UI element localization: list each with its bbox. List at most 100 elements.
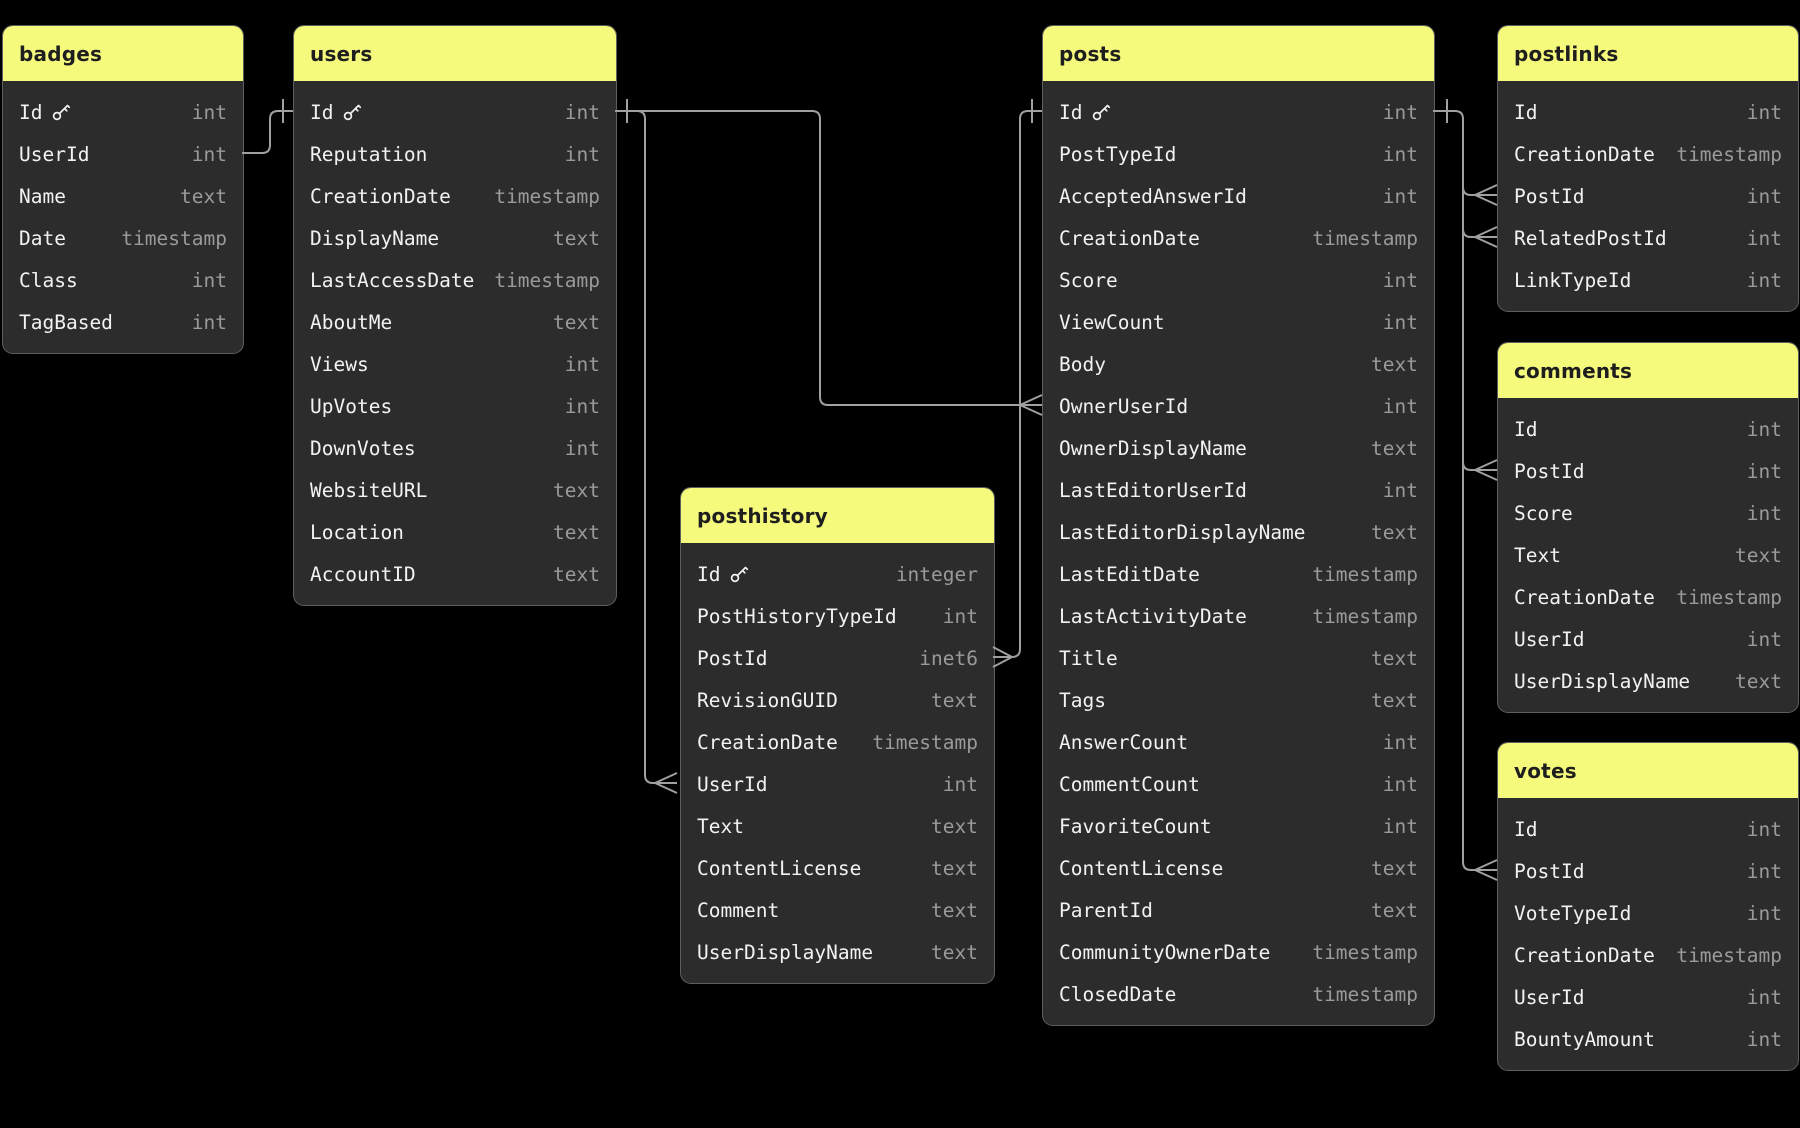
field-type: text (1371, 856, 1418, 880)
primary-key-icon (1093, 104, 1111, 121)
field-type: text (1371, 520, 1418, 544)
table-header[interactable]: comments (1498, 343, 1798, 398)
field-name: FavoriteCount (1059, 814, 1212, 838)
field-name: OwnerUserId (1059, 394, 1189, 418)
field-name: Id (1514, 100, 1538, 124)
field-name: AboutMe (310, 310, 393, 334)
field-type: int (1746, 627, 1782, 651)
field-type: text (1735, 543, 1782, 567)
field-name: CreationDate (1514, 585, 1655, 609)
field-name: PostId (697, 646, 768, 670)
field-name: Name (19, 184, 66, 208)
table-title: badges (19, 41, 103, 66)
field-type: int (1746, 501, 1782, 525)
field-name: LastEditDate (1059, 562, 1200, 586)
field-name: Id (310, 100, 334, 124)
field-name: Location (310, 520, 404, 544)
table-posthistory[interactable]: posthistory Id integer PostHistoryTypeId… (680, 487, 995, 984)
field-name: CommunityOwnerDate (1059, 940, 1271, 964)
table-header[interactable]: badges (3, 26, 243, 81)
field-name: LastActivityDate (1059, 604, 1247, 628)
primary-key-icon (53, 104, 71, 121)
field-name: ContentLicense (697, 856, 862, 880)
field-type: inet6 (919, 646, 978, 670)
field-type: int (1746, 226, 1782, 250)
field-row: OwnerDisplayName text (1043, 427, 1434, 469)
table-header[interactable]: postlinks (1498, 26, 1798, 81)
field-name: PostHistoryTypeId (697, 604, 897, 628)
field-name: Title (1059, 646, 1118, 670)
field-type: text (931, 688, 978, 712)
field-type: text (931, 898, 978, 922)
primary-key-icon (731, 566, 749, 583)
table-header[interactable]: posts (1043, 26, 1434, 81)
field-type: int (1746, 859, 1782, 883)
field-name: DownVotes (310, 436, 416, 460)
field-type: text (1371, 436, 1418, 460)
field-name: PostTypeId (1059, 142, 1177, 166)
field-type: int (564, 436, 600, 460)
field-type: int (1746, 817, 1782, 841)
field-type: int (942, 772, 978, 796)
field-row: Id int (294, 91, 616, 133)
field-name: RevisionGUID (697, 688, 838, 712)
table-header[interactable]: posthistory (681, 488, 994, 543)
field-name: ContentLicense (1059, 856, 1224, 880)
field-name: OwnerDisplayName (1059, 436, 1247, 460)
crow-foot-posts-owneruserid (1019, 394, 1043, 416)
crow-foot-comments-postid (1474, 459, 1498, 481)
field-type: int (191, 268, 227, 292)
field-type: timestamp (1676, 142, 1782, 166)
field-name: DisplayName (310, 226, 440, 250)
field-row: CreationDate timestamp (1498, 133, 1798, 175)
field-name: AnswerCount (1059, 730, 1189, 754)
field-type: int (564, 100, 600, 124)
field-name: Score (1059, 268, 1118, 292)
relationship-branch-postlinks-postid (1462, 186, 1475, 196)
field-name: VoteTypeId (1514, 901, 1632, 925)
field-type: int (191, 100, 227, 124)
field-name: Date (19, 226, 66, 250)
crow-foot-posthistory-userid (654, 772, 678, 794)
field-type: int (1746, 417, 1782, 441)
relationship-line-users-posts (615, 110, 1020, 406)
field-type: text (931, 940, 978, 964)
field-name: Id (1059, 100, 1083, 124)
field-name: UserDisplayName (697, 940, 874, 964)
field-name: CreationDate (1514, 142, 1655, 166)
field-type: int (564, 394, 600, 418)
field-type: timestamp (1312, 604, 1418, 628)
field-name: Body (1059, 352, 1106, 376)
table-header[interactable]: users (294, 26, 616, 81)
table-header[interactable]: votes (1498, 743, 1798, 798)
field-type: text (931, 856, 978, 880)
field-name: Text (1514, 543, 1561, 567)
